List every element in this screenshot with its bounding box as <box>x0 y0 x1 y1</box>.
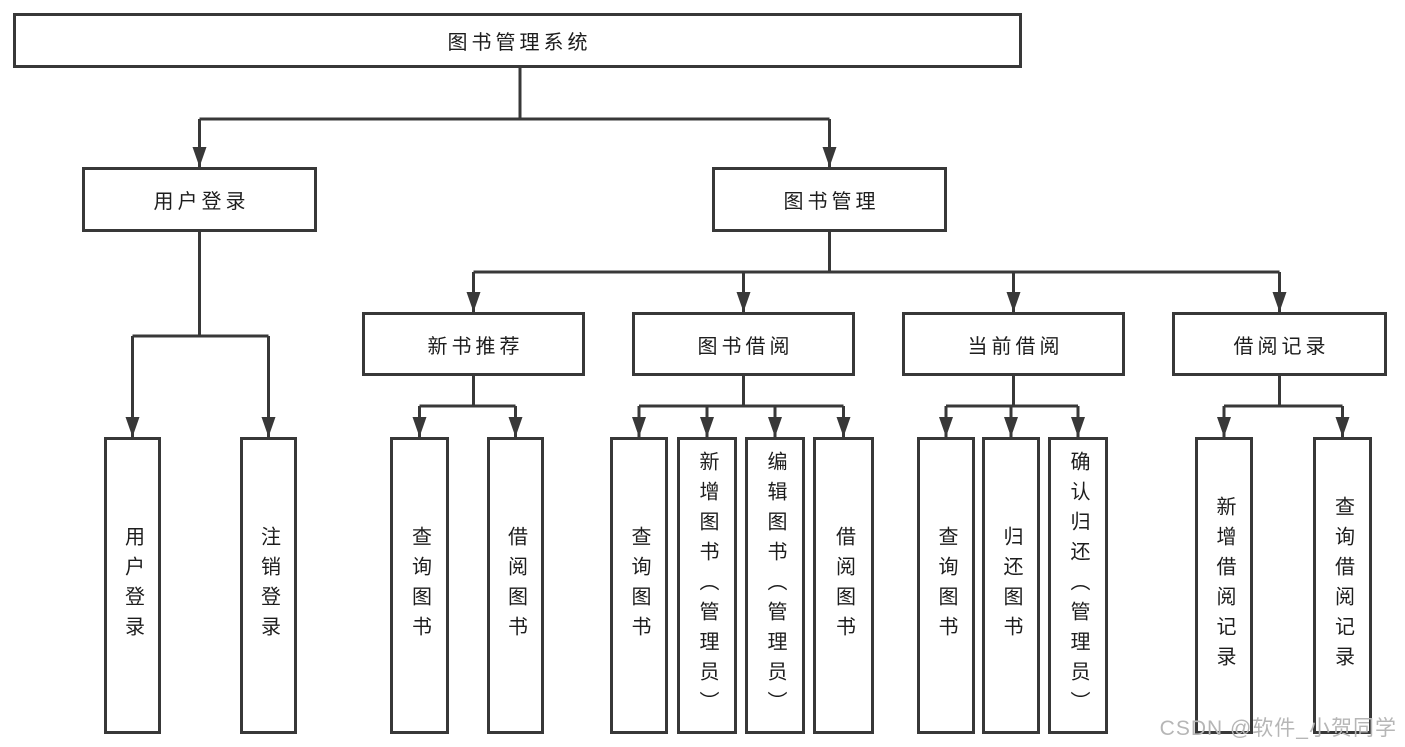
leaf-query-books-current: 查询图书 <box>917 437 975 734</box>
node-label: 查询图书 <box>408 525 431 646</box>
node-label: 编辑图书（管理员） <box>764 450 786 721</box>
node-label: 用户登录 <box>153 191 250 213</box>
node-user-login: 用户登录 <box>82 167 317 232</box>
node-label: 查询图书 <box>628 525 650 646</box>
node-book-borrowing: 图书借阅 <box>632 312 855 376</box>
node-label: 借阅记录 <box>1233 335 1330 358</box>
leaf-user-login: 用户登录 <box>104 437 161 734</box>
leaf-logout: 注销登录 <box>240 437 297 734</box>
node-label: 图书借阅 <box>697 335 794 358</box>
node-label: 图书管理系统 <box>447 32 592 54</box>
leaf-edit-book-admin: 编辑图书（管理员） <box>745 437 805 734</box>
node-new-book-recommendation: 新书推荐 <box>362 312 585 376</box>
leaf-add-book-admin: 新增图书（管理员） <box>677 437 737 734</box>
node-label: 查询图书 <box>935 525 957 646</box>
node-label: 归还图书 <box>1000 525 1022 646</box>
node-label: 借阅图书 <box>832 525 855 646</box>
leaf-query-borrow-record: 查询借阅记录 <box>1313 437 1372 734</box>
node-label: 注销登录 <box>257 525 280 646</box>
leaf-add-borrow-record: 新增借阅记录 <box>1195 437 1253 734</box>
node-label: 新增图书（管理员） <box>696 450 718 721</box>
node-label: 借阅图书 <box>504 525 527 646</box>
node-label: 新增借阅记录 <box>1213 495 1235 676</box>
node-label: 图书管理 <box>783 191 880 213</box>
node-library-management-system: 图书管理系统 <box>13 13 1022 68</box>
node-label: 新书推荐 <box>427 335 524 358</box>
csdn-watermark: CSDN @软件_小贺同学 <box>1159 717 1397 740</box>
arrowhead-icons <box>125 147 1350 437</box>
leaf-return-book: 归还图书 <box>982 437 1040 734</box>
node-borrowing-records: 借阅记录 <box>1172 312 1387 376</box>
leaf-borrow-books-recommend: 借阅图书 <box>487 437 544 734</box>
node-label: 查询借阅记录 <box>1331 495 1354 676</box>
leaf-query-books-borrowing: 查询图书 <box>610 437 668 734</box>
tree-edges <box>131 68 1344 437</box>
leaf-query-books-recommend: 查询图书 <box>390 437 449 734</box>
node-label: 确认归还（管理员） <box>1067 450 1089 721</box>
node-current-borrowing: 当前借阅 <box>902 312 1125 376</box>
node-book-management: 图书管理 <box>712 167 947 232</box>
leaf-borrow-books-borrowing: 借阅图书 <box>813 437 874 734</box>
node-label: 当前借阅 <box>967 335 1064 358</box>
leaf-confirm-return-admin: 确认归还（管理员） <box>1048 437 1108 734</box>
node-label: 用户登录 <box>121 525 144 646</box>
